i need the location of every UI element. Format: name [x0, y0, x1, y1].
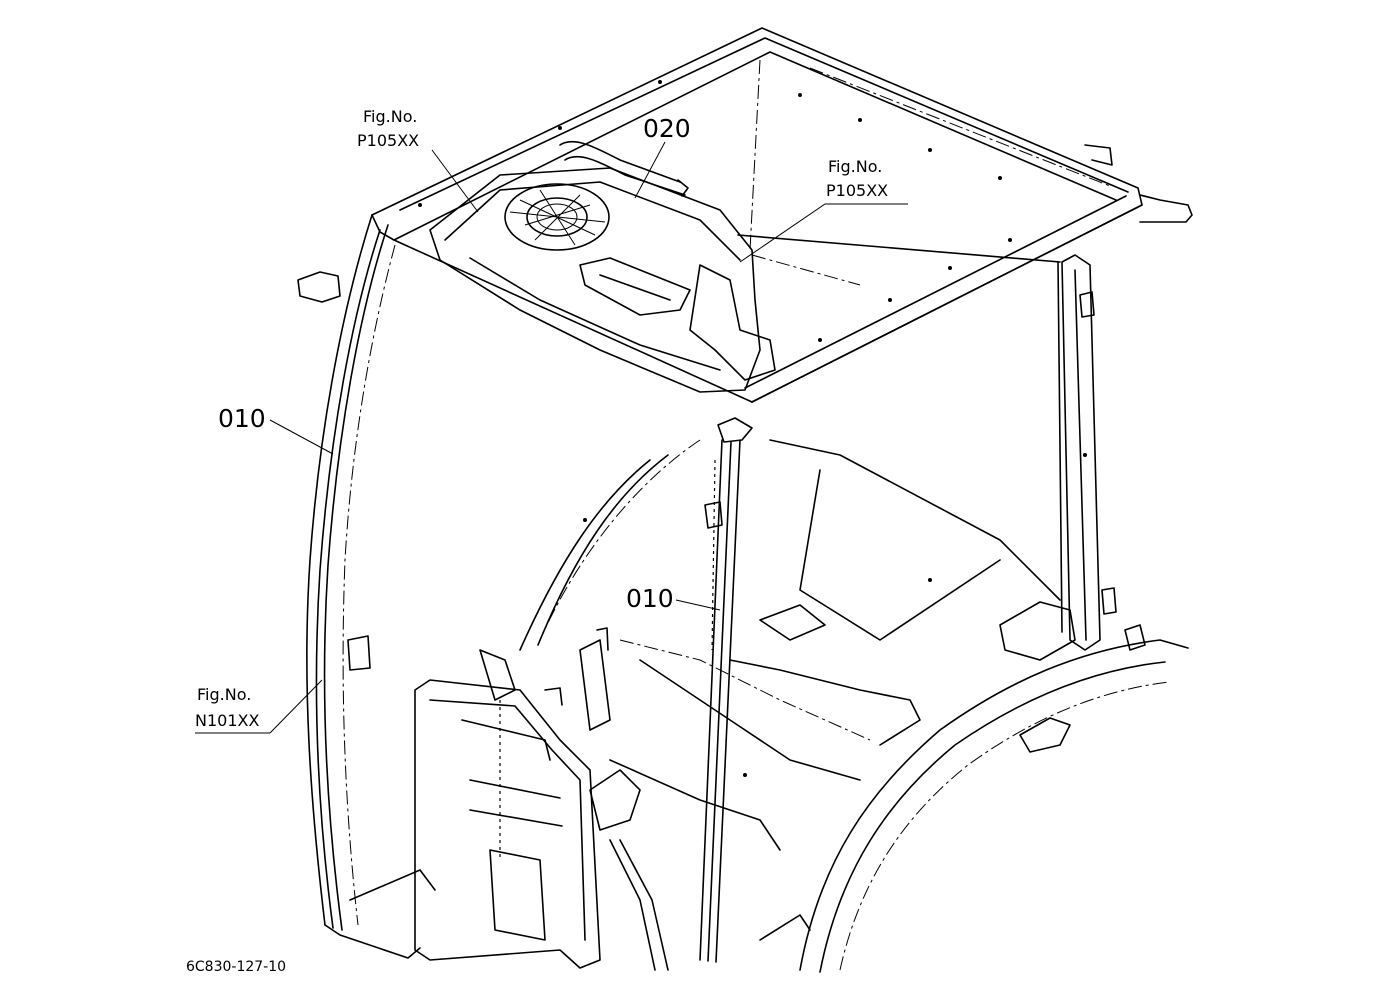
center-pillar-hose [699, 417, 753, 963]
fig-ref-bottom-left-line2: N101XX [195, 711, 259, 730]
fig-ref-top-right-line1: Fig.No. [828, 157, 882, 176]
rear-left-pillar [1057, 254, 1117, 651]
fig-ref-bottom-left-line1: Fig.No. [197, 685, 251, 704]
leader-010-left [269, 419, 334, 455]
part-number-020: 020 [643, 114, 691, 143]
cab-floor [349, 439, 1061, 941]
blower-unit [429, 140, 776, 393]
fig-ref-top-left-line2: P105XX [357, 131, 419, 150]
leader-fig-top-right [739, 203, 908, 263]
drawing-code: 6C830-127-10 [186, 959, 286, 975]
left-pillar-hose [306, 214, 421, 959]
roof-frame [297, 27, 1193, 403]
leader-020 [634, 141, 666, 199]
leader-fig-bottom-left [269, 679, 323, 734]
fig-ref-top-left-line1: Fig.No. [363, 107, 417, 126]
callout-labels: Fig.No. P105XX 020 Fig.No. P105XX 010 01… [186, 107, 888, 975]
fig-ref-top-right-line2: P105XX [826, 181, 888, 200]
leader-fig-top-left [431, 149, 479, 213]
front-console [414, 627, 669, 971]
part-number-010-center: 010 [626, 584, 674, 613]
rear-fender [799, 601, 1189, 973]
leader-010-center [675, 599, 721, 611]
part-number-010-left: 010 [218, 404, 266, 433]
bolt-holes [418, 80, 1087, 777]
leader-lines [195, 141, 908, 734]
